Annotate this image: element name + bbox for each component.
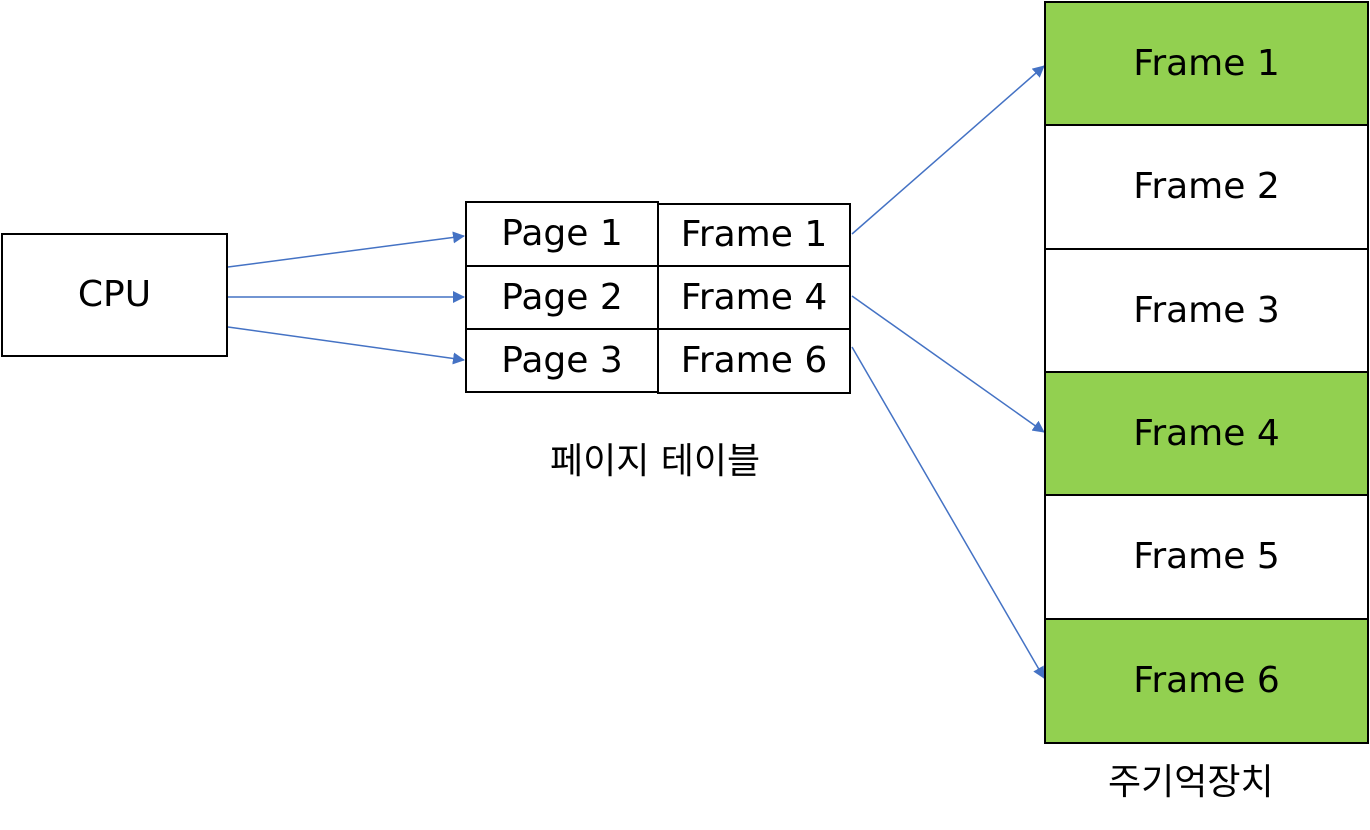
main-memory-caption: 주기억장치 bbox=[1108, 762, 1274, 803]
page-label: Page 2 bbox=[501, 276, 623, 318]
arrow-cpu-to-page-3 bbox=[227, 326, 465, 365]
memory-frame: Frame 2 bbox=[1044, 124, 1369, 250]
memory-frame: Frame 1 bbox=[1044, 1, 1369, 126]
memory-frame: Frame 5 bbox=[1044, 494, 1369, 620]
memory-frame-label: Frame 3 bbox=[1133, 289, 1280, 331]
memory-frame-label: Frame 1 bbox=[1133, 42, 1280, 84]
page-table-page-cell: Page 3 bbox=[465, 328, 659, 393]
page-table-caption: 페이지 테이블 bbox=[550, 441, 761, 482]
frame-label: Frame 6 bbox=[680, 340, 828, 381]
page-label: Page 1 bbox=[501, 213, 623, 254]
page-label: Page 3 bbox=[501, 339, 623, 381]
cpu-box: CPU bbox=[1, 233, 228, 357]
arrow-frame-1-to-memory bbox=[851, 65, 1045, 235]
cpu-label: CPU bbox=[77, 274, 152, 315]
page-table-frame-cell: Frame 1 bbox=[657, 203, 851, 267]
memory-frame: Frame 3 bbox=[1044, 248, 1369, 373]
frame-label: Frame 1 bbox=[680, 214, 828, 255]
memory-frame-label: Frame 4 bbox=[1133, 412, 1280, 454]
page-table-page-cell: Page 2 bbox=[465, 265, 659, 330]
page-table-frame-cell: Frame 6 bbox=[657, 328, 851, 394]
page-table-frame-cell: Frame 4 bbox=[657, 265, 851, 330]
arrow-cpu-to-page-1 bbox=[227, 231, 465, 268]
page-table-page-cell: Page 1 bbox=[465, 201, 659, 267]
frame-label: Frame 4 bbox=[680, 276, 828, 318]
memory-frame: Frame 4 bbox=[1044, 371, 1369, 496]
arrow-frame-6-to-memory bbox=[851, 346, 1045, 679]
arrow-frame-4-to-memory bbox=[851, 295, 1045, 433]
memory-frame-label: Frame 2 bbox=[1133, 166, 1280, 207]
memory-frame-label: Frame 5 bbox=[1133, 536, 1280, 577]
memory-frame: Frame 6 bbox=[1044, 618, 1369, 744]
memory-frame-label: Frame 6 bbox=[1133, 660, 1280, 701]
